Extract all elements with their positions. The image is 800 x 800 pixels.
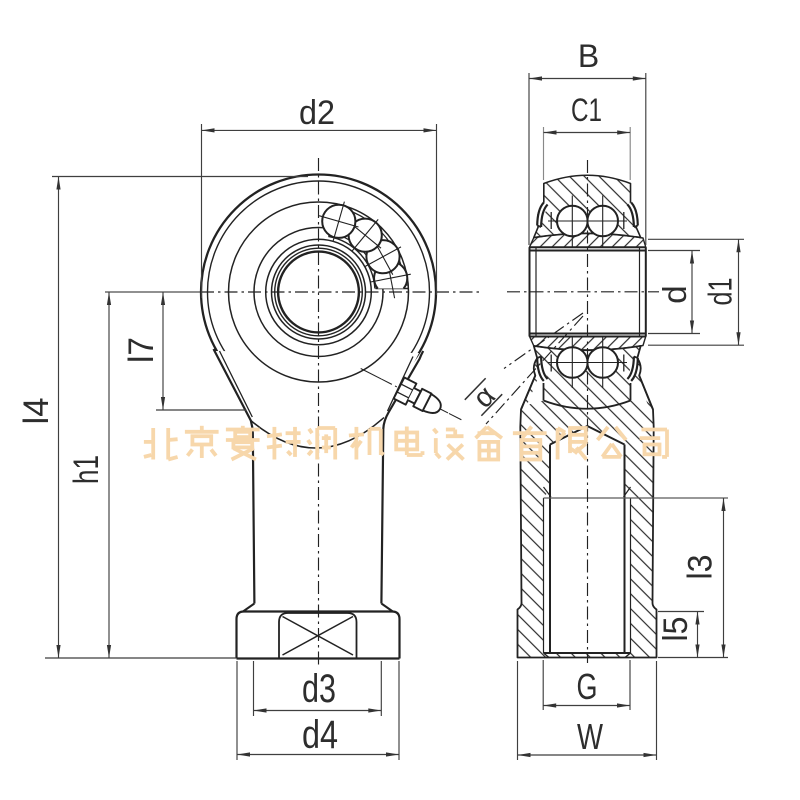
svg-text:d: d <box>656 285 693 303</box>
svg-text:d3: d3 <box>302 667 336 711</box>
svg-text:h1: h1 <box>67 455 106 484</box>
svg-text:d1: d1 <box>702 278 739 306</box>
svg-text:W: W <box>577 716 603 757</box>
svg-text:d2: d2 <box>299 94 335 132</box>
svg-text:l7: l7 <box>122 337 161 363</box>
svg-text:l3: l3 <box>682 555 720 580</box>
svg-text:G: G <box>577 666 598 707</box>
svg-text:l4: l4 <box>17 398 56 425</box>
svg-text:C1: C1 <box>571 92 602 128</box>
svg-text:d4: d4 <box>302 713 338 757</box>
svg-text:l5: l5 <box>657 617 695 642</box>
svg-text:B: B <box>578 38 599 74</box>
